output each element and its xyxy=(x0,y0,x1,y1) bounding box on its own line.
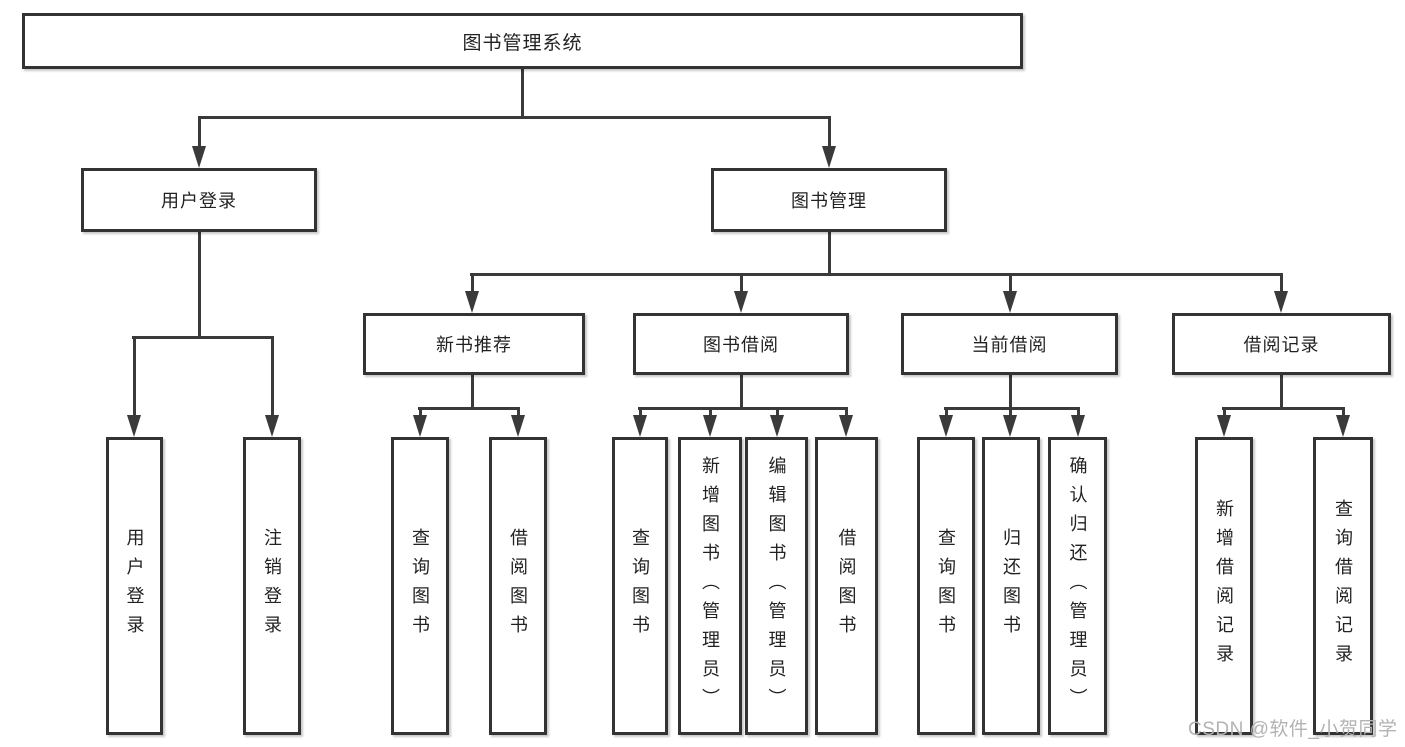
connector-stem xyxy=(419,407,422,416)
node-user-login: 用户登录 xyxy=(81,168,317,232)
arrowhead-down-icon xyxy=(1003,415,1017,437)
connector-stem xyxy=(133,336,136,415)
arrowhead-down-icon xyxy=(1217,415,1231,437)
node-current-borrowing: 当前借阅 xyxy=(901,313,1118,375)
connector-level2-bus xyxy=(198,116,831,119)
arrowhead-down-icon xyxy=(465,291,479,313)
node-borrowing-records: 借阅记录 xyxy=(1172,313,1391,375)
connector-stem xyxy=(1009,407,1012,416)
node-label: 新书推荐 xyxy=(436,335,512,355)
node-label: 查询图书 xyxy=(630,528,650,644)
connector-stem xyxy=(517,407,520,416)
arrowhead-down-icon xyxy=(511,415,525,437)
leaf-borrow-books-recommend: 借阅图书 xyxy=(489,437,547,735)
node-label: 借阅图书 xyxy=(836,528,857,644)
node-label: 确认归还（管理员） xyxy=(1067,455,1088,717)
leaf-query-borrow-record: 查询借阅记录 xyxy=(1313,437,1373,735)
connector-stem xyxy=(1342,407,1345,416)
node-label: 查询图书 xyxy=(410,528,430,644)
connector-newbook-bus xyxy=(418,407,520,410)
node-label: 查询图书 xyxy=(936,528,956,644)
node-new-book-recommendation: 新书推荐 xyxy=(363,313,585,375)
leaf-edit-books-admin: 编辑图书（管理员） xyxy=(745,437,808,735)
node-label: 图书管理系统 xyxy=(462,32,583,54)
arrowhead-down-icon xyxy=(1071,415,1085,437)
connector-stem xyxy=(271,336,274,415)
connector-user-login-bus xyxy=(132,336,274,339)
connector-stem xyxy=(639,407,642,416)
leaf-query-books-current: 查询图书 xyxy=(917,437,975,735)
connector-stem xyxy=(828,116,831,146)
connector-current-stub xyxy=(1009,375,1012,409)
node-label: 查询借阅记录 xyxy=(1333,499,1353,673)
connector-stem xyxy=(945,407,948,416)
connector-stem xyxy=(198,116,201,146)
arrowhead-down-icon xyxy=(633,415,647,437)
node-label: 编辑图书（管理员） xyxy=(766,455,787,717)
node-label: 新增图书（管理员） xyxy=(700,455,720,717)
connector-newbook-stub xyxy=(471,375,474,409)
connector-root-stub xyxy=(521,69,524,117)
node-label: 注销登录 xyxy=(262,528,282,644)
connector-stem xyxy=(776,407,779,416)
connector-level3-bus xyxy=(470,273,1283,276)
arrowhead-down-icon xyxy=(192,146,206,168)
leaf-user-login: 用户登录 xyxy=(106,437,163,735)
arrowhead-down-icon xyxy=(770,415,784,437)
node-label: 新增借阅记录 xyxy=(1214,499,1234,673)
arrowhead-down-icon xyxy=(127,415,141,437)
arrowhead-down-icon xyxy=(939,415,953,437)
node-label: 归还图书 xyxy=(1001,528,1021,644)
connector-stem xyxy=(740,273,743,291)
node-label: 用户登录 xyxy=(124,528,145,644)
arrowhead-down-icon xyxy=(703,415,717,437)
connector-stem xyxy=(845,407,848,416)
leaf-logout: 注销登录 xyxy=(243,437,301,735)
node-library-management-system: 图书管理系统 xyxy=(22,13,1023,69)
leaf-query-books-recommend: 查询图书 xyxy=(391,437,449,735)
arrowhead-down-icon xyxy=(1003,291,1017,313)
connector-stem xyxy=(709,407,712,416)
node-book-borrowing: 图书借阅 xyxy=(633,313,849,375)
connector-records-stub xyxy=(1280,375,1283,409)
arrowhead-down-icon xyxy=(1336,415,1350,437)
node-book-management: 图书管理 xyxy=(711,168,947,232)
arrowhead-down-icon xyxy=(734,291,748,313)
leaf-confirm-return-admin: 确认归还（管理员） xyxy=(1048,437,1107,735)
connector-borrow-bus xyxy=(638,407,848,410)
arrowhead-down-icon xyxy=(1274,291,1288,313)
node-label: 借阅图书 xyxy=(508,528,528,644)
leaf-return-books: 归还图书 xyxy=(982,437,1040,735)
connector-book-mgmt-stub xyxy=(828,232,831,275)
connector-user-login-stub xyxy=(198,232,201,337)
arrowhead-down-icon xyxy=(822,146,836,168)
connector-borrow-stub xyxy=(740,375,743,409)
arrowhead-down-icon xyxy=(839,415,853,437)
leaf-add-books-admin: 新增图书（管理员） xyxy=(678,437,742,735)
node-label: 借阅记录 xyxy=(1243,335,1320,355)
leaf-add-borrow-record: 新增借阅记录 xyxy=(1195,437,1253,735)
connector-stem xyxy=(1280,273,1283,291)
node-label: 用户登录 xyxy=(161,191,237,211)
leaf-query-books-borrowing: 查询图书 xyxy=(612,437,668,735)
node-label: 图书借阅 xyxy=(703,335,779,355)
connector-stem xyxy=(471,273,474,291)
connector-stem xyxy=(1009,273,1012,291)
connector-records-bus xyxy=(1222,407,1344,410)
node-label: 当前借阅 xyxy=(971,335,1048,355)
csdn-watermark: CSDN @软件_小贺同学 xyxy=(1188,719,1398,740)
connector-stem xyxy=(1077,407,1080,416)
arrowhead-down-icon xyxy=(265,415,279,437)
connector-stem xyxy=(1223,407,1226,416)
node-label: 图书管理 xyxy=(791,191,867,211)
arrowhead-down-icon xyxy=(413,415,427,437)
leaf-borrow-books: 借阅图书 xyxy=(815,437,878,735)
